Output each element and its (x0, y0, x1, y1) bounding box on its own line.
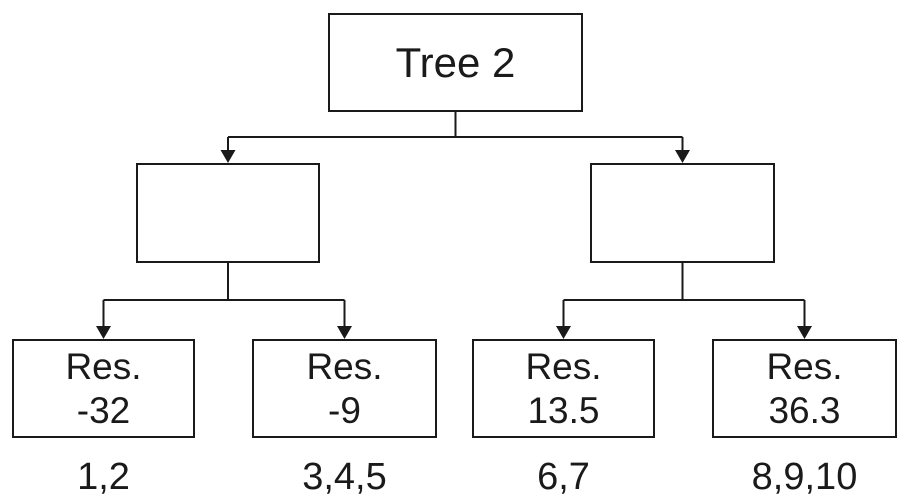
arrowhead-leaf-3 (556, 326, 571, 339)
root-connector-line (227, 112, 684, 151)
leaf-node-2-value: -9 (328, 389, 361, 431)
leaf-node-3-label: Res. (525, 345, 602, 387)
left-subtree-connector-line (102, 263, 346, 327)
arrowhead-leaf-4 (797, 326, 812, 339)
arrowhead-left-branch (220, 150, 236, 163)
sample-label-3: 6,7 (537, 456, 590, 498)
sample-label-4: 8,9,10 (751, 456, 858, 498)
leaf-node-1-label: Res. (65, 345, 142, 387)
leaf-node-2-label: Res. (306, 345, 383, 387)
internal-node-right (590, 163, 775, 263)
leaf-node-1: Res. -32 (12, 339, 195, 438)
leaf-node-4: Res. 36.3 (712, 339, 897, 438)
leaf-node-4-value: 36.3 (768, 389, 841, 431)
leaf-node-3: Res. 13.5 (472, 339, 655, 438)
leaf-node-3-value: 13.5 (527, 389, 600, 431)
leaf-node-2: Res. -9 (252, 339, 437, 438)
arrowhead-right-branch (675, 150, 690, 163)
sample-label-1: 1,2 (77, 456, 130, 498)
root-node: Tree 2 (328, 13, 583, 112)
leaf-node-1-value: -32 (76, 389, 131, 431)
arrowhead-leaf-1 (96, 326, 111, 339)
internal-node-left (136, 163, 320, 263)
arrowhead-leaf-2 (337, 326, 352, 339)
sample-label-2: 3,4,5 (302, 456, 387, 498)
leaf-node-4-label: Res. (766, 345, 843, 387)
root-node-label: Tree 2 (395, 38, 516, 86)
right-subtree-connector-line (562, 263, 806, 327)
